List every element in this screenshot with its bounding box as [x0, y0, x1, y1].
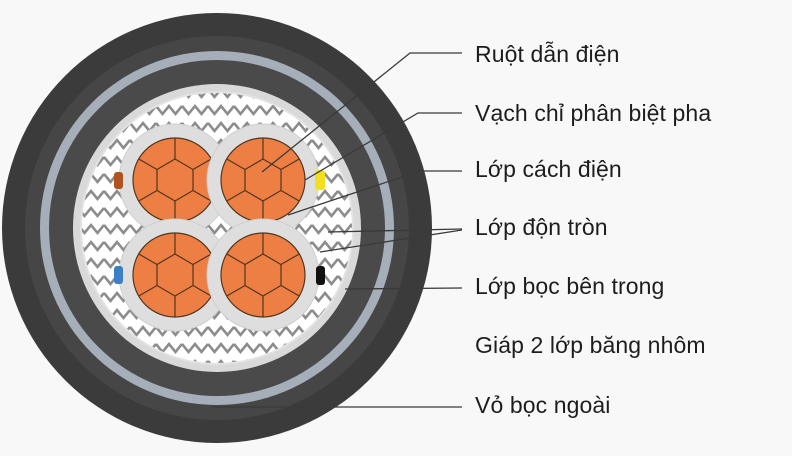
leader-line-conductor — [261, 52, 462, 173]
conductor-top-left — [114, 123, 232, 237]
label-armour: Giáp 2 lớp băng nhôm — [475, 332, 706, 358]
conductor-strand-lines — [138, 233, 212, 317]
label-outer-sheath: Vỏ bọc ngoài — [475, 392, 611, 418]
leader-lines — [212, 52, 463, 408]
phase-marker-black — [316, 266, 325, 285]
label-phase-marker: Vạch chỉ phân biệt pha — [475, 100, 712, 126]
conductor-top-right — [206, 123, 325, 237]
leader-line-phase-marker — [304, 112, 462, 181]
conductor-strand-lines — [226, 138, 300, 222]
label-filler: Lớp độn tròn — [475, 214, 608, 240]
phase-marker-blue — [114, 266, 123, 284]
conductor-strand-lines — [138, 138, 212, 222]
phase-marker-brown — [114, 172, 123, 189]
cable-layers — [2, 13, 432, 443]
label-insulation: Lớp cách điện — [475, 156, 622, 182]
phase-marker-yellow — [315, 170, 325, 190]
conductor-strand-lines — [226, 233, 300, 317]
layer-filler-edge — [80, 91, 354, 365]
leader-line-inner-sheath — [327, 228, 463, 233]
leader-line-insulation — [287, 170, 462, 216]
leader-line-filler — [319, 229, 463, 253]
leader-line-armour — [344, 287, 463, 290]
layer-filler-pattern — [81, 92, 353, 364]
conductor-bottom-right — [206, 218, 325, 332]
label-conductor: Ruột dẫn điện — [475, 41, 620, 67]
label-inner-sheath: Lớp bọc bên trong — [475, 273, 665, 299]
